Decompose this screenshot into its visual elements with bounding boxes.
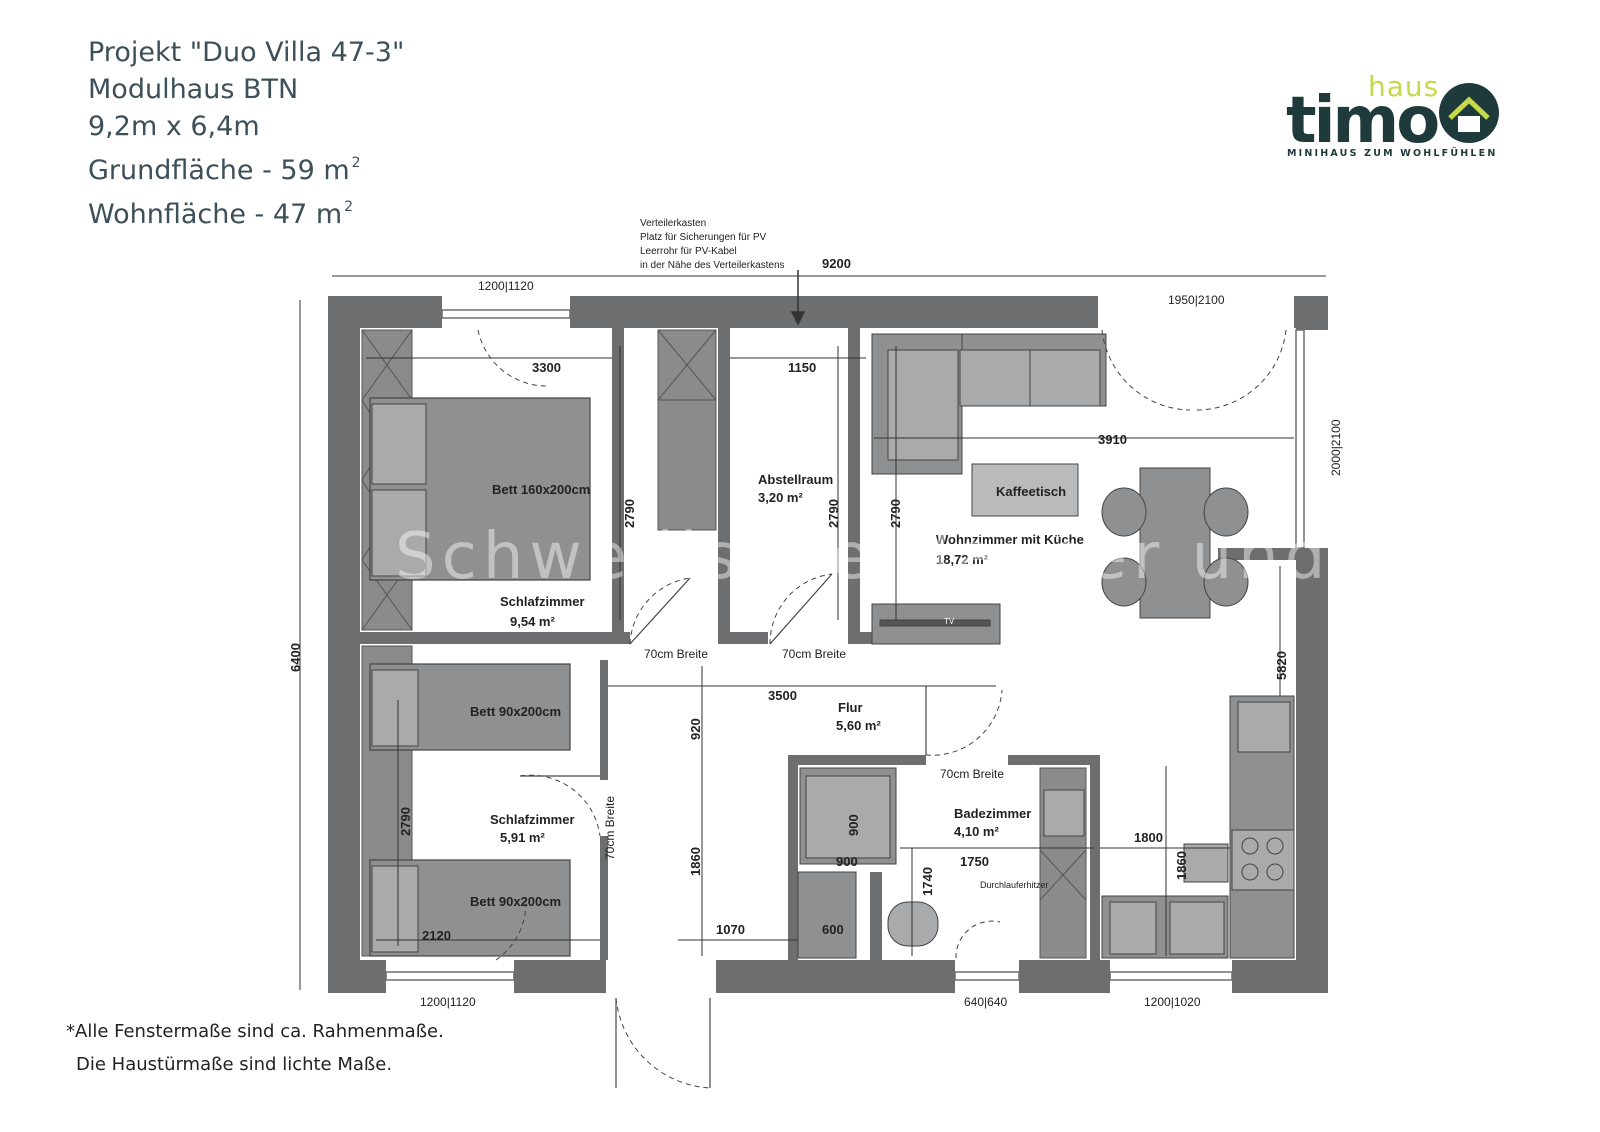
coffee-table [971, 463, 1079, 517]
svg-text:1070: 1070 [716, 922, 745, 937]
wall-openings [386, 296, 1328, 993]
logo-haus: haus [1368, 70, 1440, 103]
svg-text:1740: 1740 [920, 867, 935, 896]
room-badezimmer-name: Badezimmer [954, 806, 1031, 821]
coffee-table-label: Kaffeetisch [996, 484, 1066, 499]
svg-text:9200: 9200 [822, 256, 851, 271]
svg-text:3500: 3500 [768, 688, 797, 703]
durchlauferhitzer-label: Durchlauferhitzer [980, 880, 1049, 890]
svg-text:1750: 1750 [960, 854, 989, 869]
svg-text:1200|1120: 1200|1120 [478, 279, 534, 293]
room-schlafzimmer1-name: Schlafzimmer [500, 594, 585, 609]
project-size: 9,2m x 6,4m [88, 111, 260, 142]
room-labels: Bett 160x200cm Schlafzimmer 9,54 m² Abst… [470, 472, 1084, 909]
project-type: Modulhaus BTN [88, 74, 299, 105]
svg-text:1950|2100: 1950|2100 [1168, 293, 1225, 307]
svg-text:2120: 2120 [422, 928, 451, 943]
project-header: Projekt "Duo Villa 47-3" Modulhaus BTN 9… [88, 34, 404, 233]
window-frames [385, 309, 1305, 981]
svg-text:5820: 5820 [1274, 651, 1289, 680]
svg-text:1860: 1860 [1174, 851, 1189, 880]
svg-text:3910: 3910 [1098, 432, 1127, 447]
dining-set [1101, 467, 1249, 619]
svg-text:2790: 2790 [398, 807, 413, 836]
svg-text:Verteilerkasten: Verteilerkasten [640, 218, 706, 229]
toilet [887, 901, 939, 947]
door-labels: 70cm Breite 70cm Breite 70cm Breite 70cm… [603, 647, 1004, 860]
room-badezimmer-area: 4,10 m² [954, 824, 999, 839]
svg-text:1800: 1800 [1134, 830, 1163, 845]
svg-text:2790: 2790 [888, 499, 903, 528]
svg-text:in der Nähe des Verteilerkaste: in der Nähe des Verteilerkastens [640, 260, 785, 271]
footnote-doors: Die Haustürmaße sind lichte Maße. [76, 1054, 393, 1075]
window-labels: 1200|1120 1950|2100 2000|2100 1200|1120 … [420, 279, 1343, 1009]
bed-double-label: Bett 160x200cm [492, 482, 590, 497]
dimension-lines [299, 275, 1326, 990]
washer [797, 871, 857, 959]
footnote-windows: *Alle Fenstermaße sind ca. Rahmenmaße. [66, 1021, 444, 1042]
svg-text:600: 600 [822, 922, 844, 937]
svg-text:1200|1020: 1200|1020 [1144, 995, 1201, 1009]
svg-text:2790: 2790 [622, 499, 637, 528]
room-schlafzimmer2-area: 5,91 m² [500, 830, 545, 845]
kitchen [1101, 695, 1295, 959]
bed-single-1-label: Bett 90x200cm [470, 704, 561, 719]
tv-bench [871, 603, 1001, 645]
svg-text:1150: 1150 [788, 360, 816, 375]
annotation-text: Verteilerkasten Platz für Sicherungen fü… [640, 218, 785, 271]
watermark: Schwedische Häuser und Minihäuser [395, 520, 1600, 594]
svg-text:1200|1120: 1200|1120 [420, 995, 476, 1009]
dimension-labels: 9200 6400 3300 1150 3910 2790 2790 2790 … [288, 256, 1289, 943]
svg-text:2790: 2790 [826, 499, 841, 528]
sink [1043, 789, 1085, 837]
room-schlafzimmer2-name: Schlafzimmer [490, 812, 575, 827]
footnotes: *Alle Fenstermaße sind ca. Rahmenmaße. D… [66, 1015, 444, 1081]
svg-text:3300: 3300 [532, 360, 561, 375]
svg-text:Platz für Sicherungen für PV: Platz für Sicherungen für PV [640, 232, 767, 243]
door-swings [477, 329, 1287, 1089]
timo-haus-logo: timo haus MINIHAUS ZUM WOHLFÜHLEN [1286, 70, 1516, 170]
bed-single-2-label: Bett 90x200cm [470, 894, 561, 909]
svg-text:900: 900 [836, 854, 858, 869]
logo-wordmark: timo [1286, 84, 1440, 158]
door-label-1: 70cm Breite [644, 647, 708, 661]
project-title: Projekt "Duo Villa 47-3" [88, 37, 405, 68]
room-abstellraum-name: Abstellraum [758, 472, 833, 487]
svg-text:Leerrohr für PV-Kabel: Leerrohr für PV-Kabel [640, 246, 737, 257]
room-flur-area: 5,60 m² [836, 718, 881, 733]
room-schlafzimmer1-area: 9,54 m² [510, 614, 555, 629]
annotation-arrow [790, 270, 806, 326]
door-label-4: 70cm Breite [603, 796, 617, 860]
door-label-2: 70cm Breite [782, 647, 846, 661]
room-abstellraum-area: 3,20 m² [758, 490, 803, 505]
svg-text:920: 920 [688, 718, 703, 740]
svg-text:640|640: 640|640 [964, 995, 1007, 1009]
room-flur-name: Flur [838, 700, 863, 715]
sofa [871, 333, 1107, 475]
svg-text:2000|2100: 2000|2100 [1329, 419, 1343, 476]
door-leaves [520, 573, 927, 1088]
door-label-3: 70cm Breite [940, 767, 1004, 781]
svg-text:6400: 6400 [288, 643, 303, 672]
svg-text:900: 900 [846, 814, 861, 836]
house-icon [1439, 83, 1499, 143]
tv-label: TV [944, 617, 955, 626]
bathroom-fixtures [797, 767, 1085, 959]
room-wohnzimmer-area: 18,72 m² [936, 552, 989, 567]
svg-text:1860: 1860 [688, 847, 703, 876]
logo-tagline: MINIHAUS ZUM WOHLFÜHLEN [1287, 148, 1498, 159]
room-wohnzimmer-name: Wohnzimmer mit Küche [936, 532, 1084, 547]
